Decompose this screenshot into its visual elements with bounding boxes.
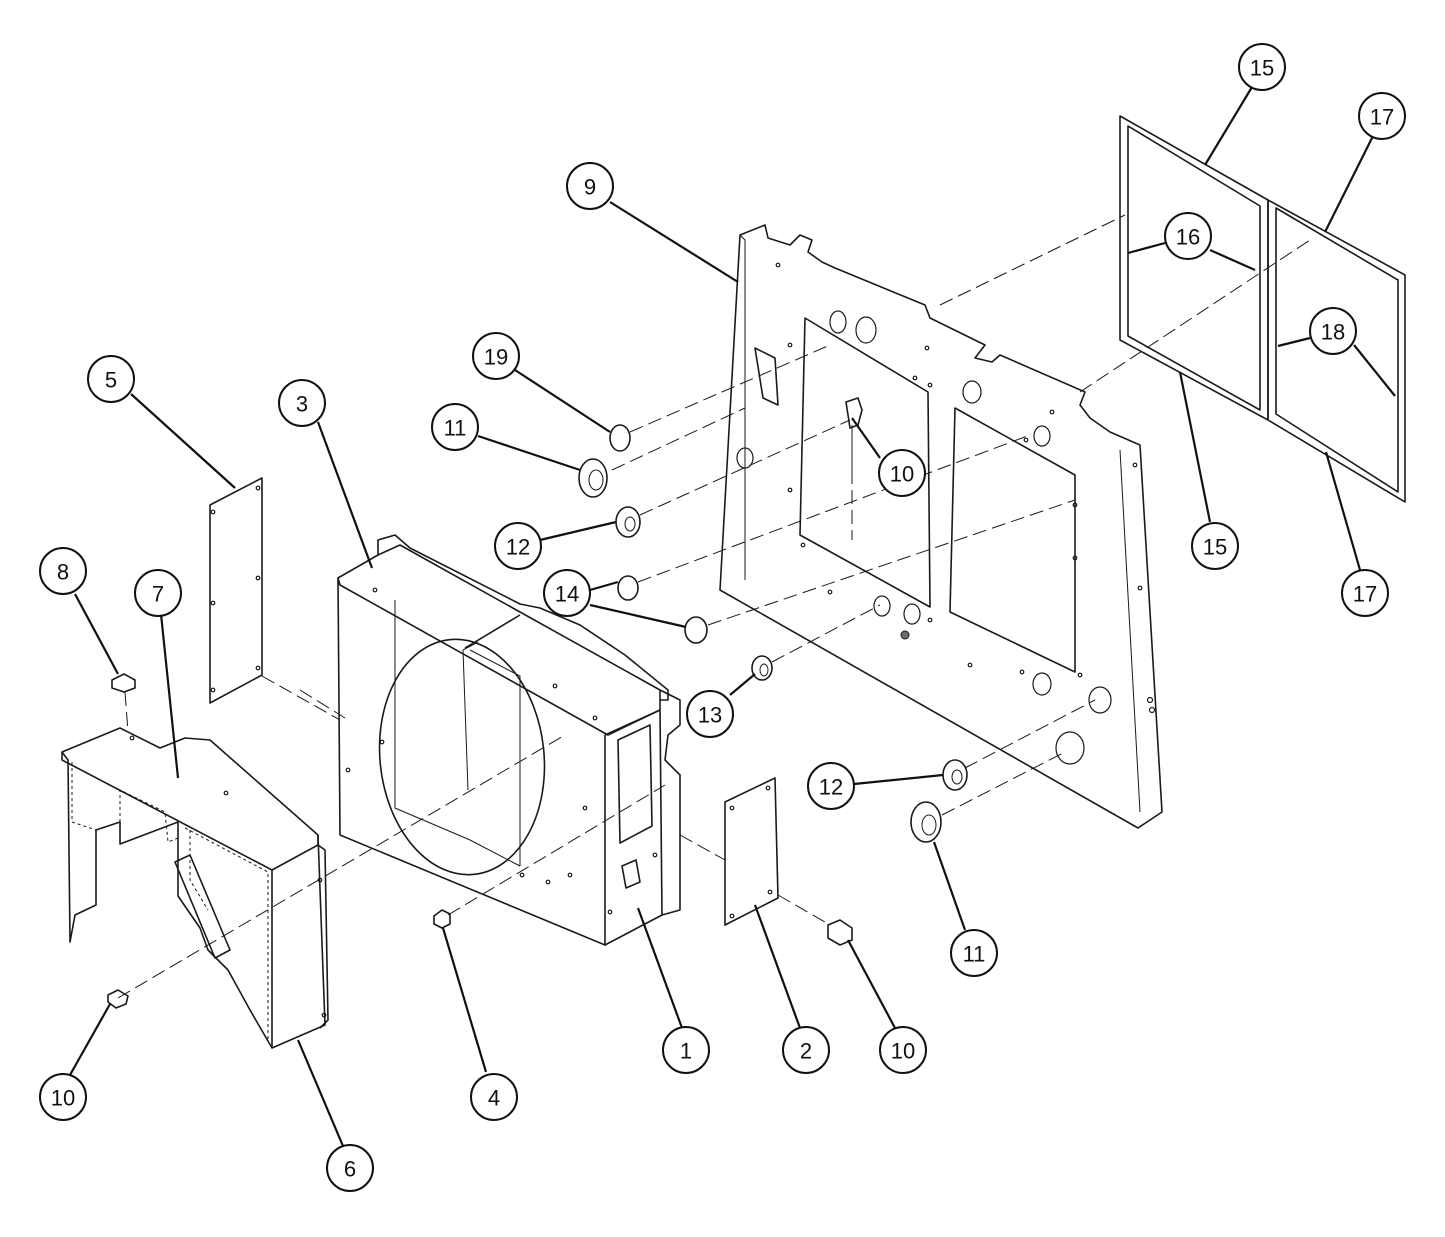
callout-10-lower-right: 10 bbox=[879, 1026, 927, 1074]
part-19-washer bbox=[609, 424, 631, 452]
callout-19-label: 19 bbox=[484, 345, 508, 370]
part-2-access-plate bbox=[724, 777, 779, 926]
callout-10-left-label: 10 bbox=[51, 1086, 75, 1111]
callout-12-lower: 12 bbox=[807, 762, 855, 810]
callout-15-bottom-label: 15 bbox=[1203, 535, 1227, 560]
callout-15-top: 15 bbox=[1238, 43, 1286, 91]
part-13-bushing bbox=[751, 655, 773, 681]
alignment-lines bbox=[117, 214, 1311, 999]
callout-2: 2 bbox=[782, 1026, 830, 1074]
leader-lines bbox=[69, 86, 1396, 1147]
callout-18: 18 bbox=[1309, 307, 1357, 355]
callout-1: 1 bbox=[662, 1026, 710, 1074]
part-3-fan-shroud bbox=[337, 534, 681, 946]
callout-6-label: 6 bbox=[344, 1157, 356, 1182]
callout-5-label: 5 bbox=[105, 368, 117, 393]
part-10-bolt bbox=[845, 397, 863, 429]
callout-10-center-label: 10 bbox=[890, 462, 914, 487]
callout-7: 7 bbox=[134, 569, 182, 617]
callout-2-label: 2 bbox=[800, 1039, 812, 1064]
callout-13-label: 13 bbox=[698, 703, 722, 728]
callout-16-label: 16 bbox=[1176, 225, 1200, 250]
callout-8-label: 8 bbox=[57, 560, 69, 585]
part-11-grommet-lower bbox=[910, 801, 942, 843]
callout-7-label: 7 bbox=[152, 582, 164, 607]
callout-10-center: 10 bbox=[878, 449, 926, 497]
callout-17-bottom-label: 17 bbox=[1353, 582, 1377, 607]
callout-15-top-label: 15 bbox=[1250, 56, 1274, 81]
callout-14-label: 14 bbox=[555, 582, 579, 607]
part-4-nut bbox=[433, 909, 451, 929]
part-15-16-filter-frame bbox=[1119, 115, 1269, 421]
callout-11-lower: 11 bbox=[950, 929, 998, 977]
callout-12-lower-label: 12 bbox=[819, 775, 843, 800]
part-11-grommet bbox=[578, 458, 608, 498]
part-14-washer bbox=[617, 575, 639, 601]
callout-19: 19 bbox=[472, 332, 520, 380]
part-5-cover-plate bbox=[209, 477, 263, 704]
callout-11-upper-label: 11 bbox=[444, 416, 467, 441]
callout-17-top-label: 17 bbox=[1370, 105, 1394, 130]
callout-14: 14 bbox=[543, 569, 591, 617]
callout-8: 8 bbox=[39, 547, 87, 595]
part-17-18-filter-frame bbox=[1267, 199, 1406, 503]
callout-17-top: 17 bbox=[1358, 92, 1406, 140]
part-10-bolt-lower bbox=[827, 919, 853, 946]
callout-1-label: 1 bbox=[680, 1039, 692, 1064]
callout-16: 16 bbox=[1164, 212, 1212, 260]
callout-5: 5 bbox=[87, 355, 135, 403]
part-10-bolt-left bbox=[107, 989, 129, 1009]
callout-9-label: 9 bbox=[584, 175, 596, 200]
callout-12-upper: 12 bbox=[494, 522, 542, 570]
callout-6: 6 bbox=[326, 1144, 374, 1192]
callout-10-left: 10 bbox=[39, 1073, 87, 1121]
callout-4-label: 4 bbox=[488, 1086, 500, 1111]
callout-17-bottom: 17 bbox=[1341, 569, 1389, 617]
callout-10-lower-right-label: 10 bbox=[891, 1039, 915, 1064]
part-9-back-panel bbox=[719, 224, 1163, 829]
callout-18-label: 18 bbox=[1321, 320, 1345, 345]
part-7-6-lower-shroud bbox=[61, 727, 329, 1049]
callout-11-upper: 11 bbox=[431, 403, 479, 451]
part-8-clip bbox=[111, 673, 136, 693]
part-12-bushing-lower bbox=[942, 759, 968, 791]
callout-9: 9 bbox=[566, 162, 614, 210]
callout-3-label: 3 bbox=[296, 392, 308, 417]
callout-4: 4 bbox=[470, 1073, 518, 1121]
callout-13: 13 bbox=[686, 690, 734, 738]
callout-12-upper-label: 12 bbox=[506, 535, 530, 560]
callout-15-bottom: 15 bbox=[1191, 522, 1239, 570]
callout-3: 3 bbox=[278, 379, 326, 427]
part-12-bushing bbox=[615, 506, 641, 538]
callout-11-lower-label: 11 bbox=[963, 942, 986, 967]
